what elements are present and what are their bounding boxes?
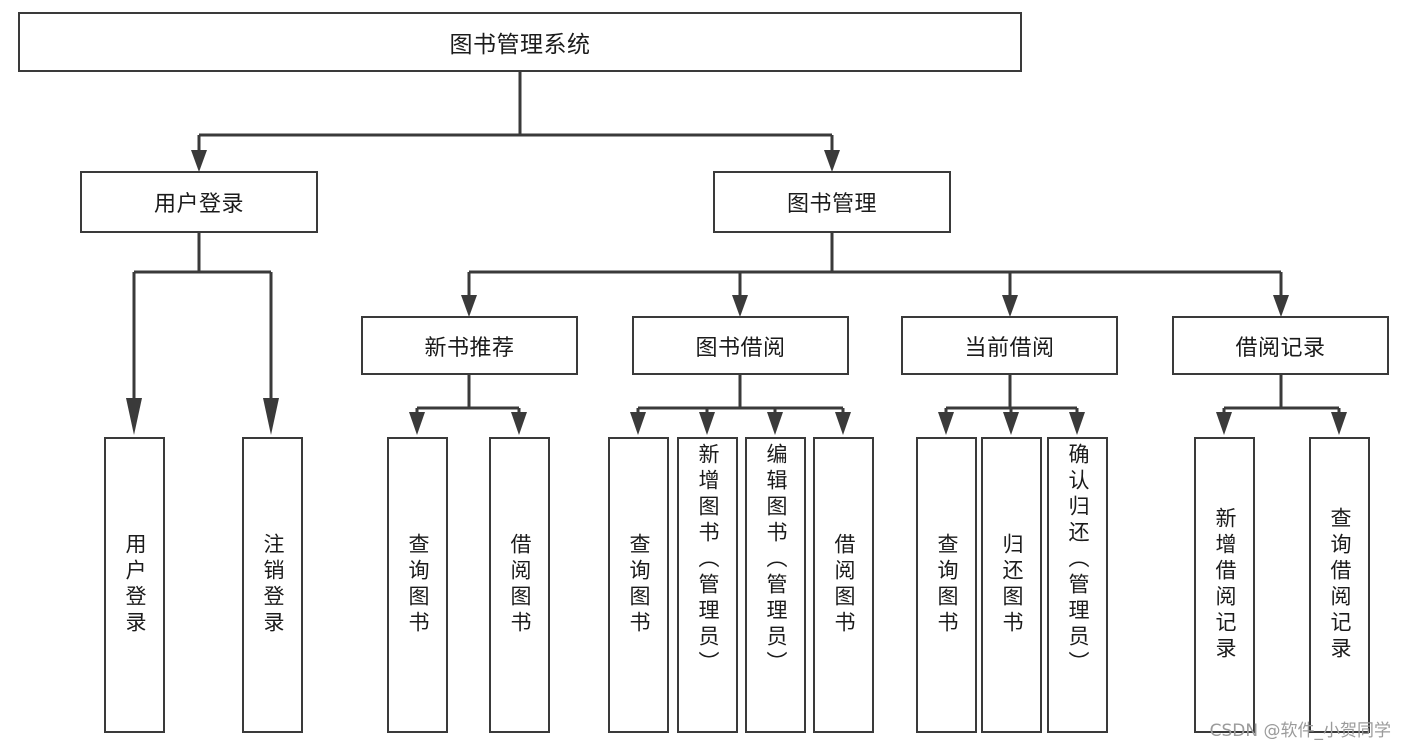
node-book-management[interactable]: 图书管理 xyxy=(713,171,951,233)
node-leaf-add-borrow-record[interactable]: 新增借阅记录 xyxy=(1194,437,1255,733)
node-user-login-label: 用户登录 xyxy=(153,192,244,217)
node-leaf-query-book-2-label: 查询图书 xyxy=(627,533,651,637)
node-leaf-user-login[interactable]: 用户登录 xyxy=(104,437,165,733)
arrow-leaf-query-book-1 xyxy=(409,412,425,435)
node-leaf-user-login-label: 用户登录 xyxy=(123,533,147,637)
node-leaf-edit-book-admin-label: 编辑图书（管理员） xyxy=(764,443,788,677)
node-book-borrow[interactable]: 图书借阅 xyxy=(632,316,849,375)
node-leaf-query-book-1-label: 查询图书 xyxy=(406,533,430,637)
node-leaf-confirm-return-admin-label: 确认归还（管理员） xyxy=(1066,443,1090,677)
node-current-borrow[interactable]: 当前借阅 xyxy=(901,316,1118,375)
arrow-leaf-query-borrow-record xyxy=(1331,412,1347,435)
node-leaf-return-book[interactable]: 归还图书 xyxy=(981,437,1042,733)
node-root[interactable]: 图书管理系统 xyxy=(18,12,1022,72)
arrow-leaf-borrow-book-2 xyxy=(835,412,851,435)
node-leaf-query-book-3[interactable]: 查询图书 xyxy=(916,437,977,733)
arrow-leaf-return-book xyxy=(1003,412,1019,435)
arrow-book-borrow xyxy=(732,295,748,317)
node-leaf-edit-book-admin[interactable]: 编辑图书（管理员） xyxy=(745,437,806,733)
node-leaf-query-book-3-label: 查询图书 xyxy=(935,533,959,637)
node-leaf-query-borrow-record-label: 查询借阅记录 xyxy=(1328,507,1352,663)
node-new-book-recommend[interactable]: 新书推荐 xyxy=(361,316,578,375)
node-book-management-label: 图书管理 xyxy=(786,192,877,217)
node-leaf-borrow-book-1-label: 借阅图书 xyxy=(508,533,532,637)
arrow-borrow-record xyxy=(1273,295,1289,317)
node-leaf-add-borrow-record-label: 新增借阅记录 xyxy=(1213,507,1237,663)
node-root-label: 图书管理系统 xyxy=(449,32,591,58)
node-leaf-add-book-admin[interactable]: 新增图书（管理员） xyxy=(677,437,738,733)
node-book-borrow-label: 图书借阅 xyxy=(695,335,786,361)
arrow-book-management xyxy=(824,150,840,172)
node-user-login[interactable]: 用户登录 xyxy=(80,171,318,233)
node-leaf-return-book-label: 归还图书 xyxy=(1000,533,1024,637)
node-leaf-add-book-admin-label: 新增图书（管理员） xyxy=(696,443,720,677)
arrow-leaf-logout-login xyxy=(263,398,279,435)
node-current-borrow-label: 当前借阅 xyxy=(964,335,1055,361)
node-leaf-borrow-book-1[interactable]: 借阅图书 xyxy=(489,437,550,733)
node-leaf-borrow-book-2-label: 借阅图书 xyxy=(832,533,856,637)
node-leaf-logout-login-label: 注销登录 xyxy=(261,533,285,637)
arrow-leaf-edit-book-admin xyxy=(767,412,783,435)
arrow-current-borrow xyxy=(1002,295,1018,317)
arrow-leaf-query-book-3 xyxy=(938,412,954,435)
node-leaf-query-borrow-record[interactable]: 查询借阅记录 xyxy=(1309,437,1370,733)
node-leaf-borrow-book-2[interactable]: 借阅图书 xyxy=(813,437,874,733)
arrow-leaf-confirm-return-admin xyxy=(1069,412,1085,435)
node-leaf-confirm-return-admin[interactable]: 确认归还（管理员） xyxy=(1047,437,1108,733)
node-leaf-logout-login[interactable]: 注销登录 xyxy=(242,437,303,733)
arrow-leaf-query-book-2 xyxy=(630,412,646,435)
arrow-user-login xyxy=(191,150,207,172)
arrow-leaf-add-book-admin xyxy=(699,412,715,435)
node-borrow-record-label: 借阅记录 xyxy=(1235,335,1326,361)
watermark: CSDN @软件_小贺同学 xyxy=(1209,721,1391,741)
node-leaf-query-book-1[interactable]: 查询图书 xyxy=(387,437,448,733)
node-borrow-record[interactable]: 借阅记录 xyxy=(1172,316,1389,375)
node-leaf-query-book-2[interactable]: 查询图书 xyxy=(608,437,669,733)
arrow-leaf-user-login xyxy=(126,398,142,435)
node-new-book-recommend-label: 新书推荐 xyxy=(424,335,515,361)
arrow-new-book-recommend xyxy=(461,295,477,317)
arrow-leaf-add-borrow-record xyxy=(1216,412,1232,435)
arrow-leaf-borrow-book-1 xyxy=(511,412,527,435)
